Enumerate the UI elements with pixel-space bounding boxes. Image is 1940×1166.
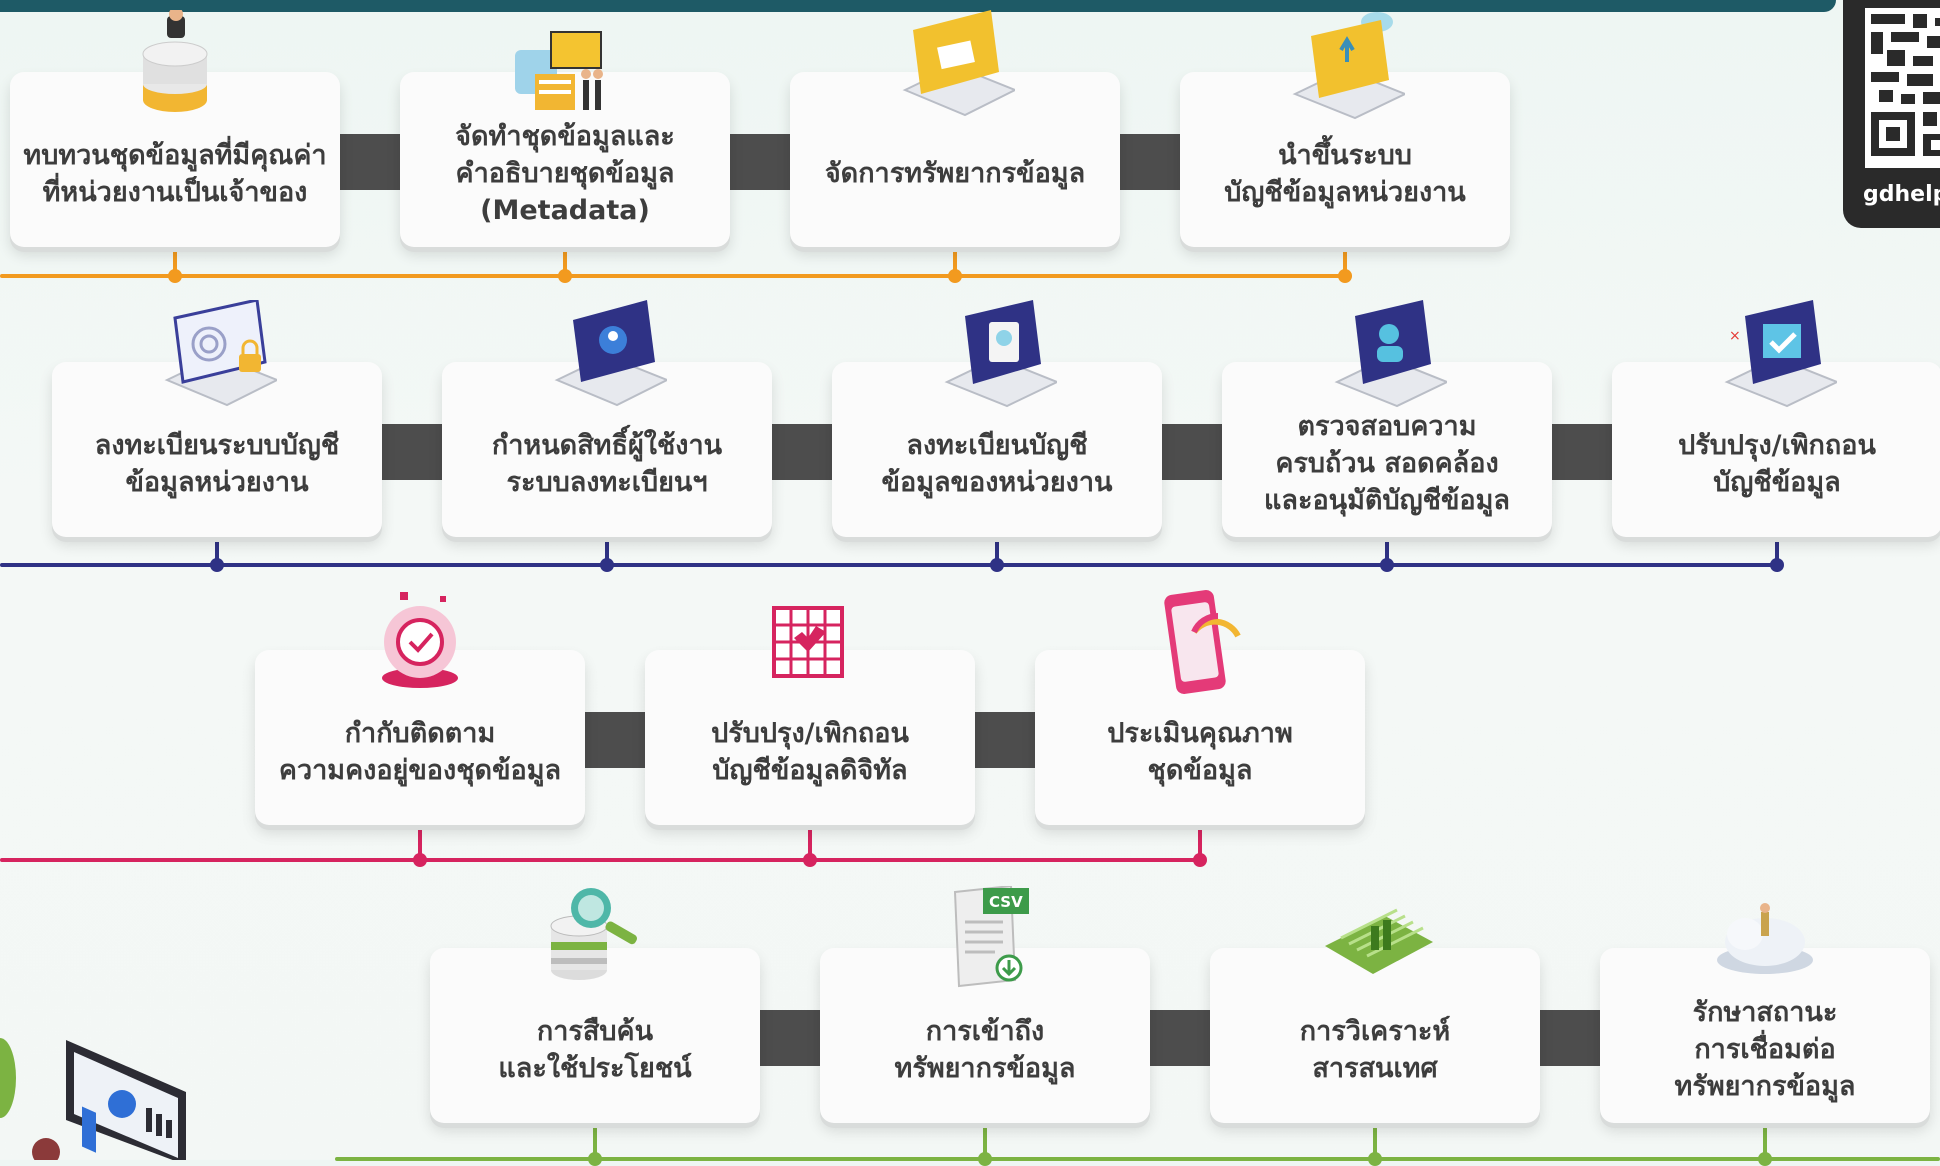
process-step-label: จัดทำชุดข้อมูลและ คำอธิบายชุดข้อมูล (Met… xyxy=(455,121,675,226)
step-stem xyxy=(418,825,422,858)
step-dot xyxy=(1368,1152,1382,1166)
step-connector xyxy=(1118,134,1182,190)
laptop-upload-icon xyxy=(1292,12,1405,120)
metadata-server-icon xyxy=(515,31,603,110)
qr-code-panel[interactable]: gdhelpp xyxy=(1843,0,1940,228)
dashboard-monitor-icon xyxy=(0,1038,186,1160)
process-step-label: ตรวจสอบความ ครบถ้วน สอดคล้อง และอนุมัติบ… xyxy=(1264,411,1510,516)
process-step-card[interactable]: ตรวจสอบความ ครบถ้วน สอดคล้อง และอนุมัติบ… xyxy=(1222,362,1552,537)
step-stem xyxy=(1373,1123,1377,1157)
step-connector xyxy=(973,712,1037,768)
step-connector xyxy=(338,134,402,190)
grid-check-icon xyxy=(772,606,844,678)
step-dot xyxy=(168,269,182,283)
laptop-check-icon: × xyxy=(1724,300,1837,408)
step-dot xyxy=(558,269,572,283)
svg-text:CSV: CSV xyxy=(989,893,1023,911)
laptop-checker-icon xyxy=(1334,300,1447,408)
csv-download-icon: CSV xyxy=(953,886,1029,988)
step-dot xyxy=(1770,558,1784,572)
step-connector xyxy=(1550,424,1614,480)
step-dot xyxy=(1758,1152,1772,1166)
step-connector xyxy=(728,134,792,190)
process-step-label: ทบทวนชุดข้อมูลที่มีคุณค่า ที่หน่วยงานเป็… xyxy=(23,139,327,208)
step-stem xyxy=(1343,247,1347,274)
process-step-label: การเข้าถึง ทรัพยากรข้อมูล xyxy=(894,1015,1076,1084)
calendar-chart-icon xyxy=(1325,908,1433,974)
step-stem xyxy=(1385,537,1389,563)
process-step-card[interactable]: กำกับติดตาม ความคงอยู่ของชุดข้อมูล xyxy=(255,650,585,825)
step-dot xyxy=(978,1152,992,1166)
process-step-label: ปรับปรุง/เพิกถอน บัญชีข้อมูล xyxy=(1678,429,1876,498)
step-dot xyxy=(1193,853,1207,867)
step-dot xyxy=(1380,558,1394,572)
step-stem xyxy=(593,1123,597,1157)
step-stem xyxy=(605,537,609,563)
step-dot xyxy=(803,853,817,867)
row-4-timeline xyxy=(335,1157,1940,1161)
qr-label: gdhelpp xyxy=(1863,182,1940,207)
process-step-card[interactable]: รักษาสถานะ การเชื่อมต่อ ทรัพยากรข้อมูล xyxy=(1600,948,1930,1123)
process-step-label: นำขึ้นระบบ บัญชีข้อมูลหน่วยงาน xyxy=(1224,139,1466,208)
step-connector xyxy=(1148,1010,1212,1066)
laptop-folder-icon xyxy=(902,10,1015,117)
laptop-clipboard-icon xyxy=(944,300,1057,408)
cloud-person-icon xyxy=(1717,903,1813,974)
step-connector xyxy=(758,1010,822,1066)
step-connector xyxy=(380,424,444,480)
step-dot xyxy=(588,1152,602,1166)
step-dot xyxy=(600,558,614,572)
step-stem xyxy=(215,537,219,563)
step-stem xyxy=(1763,1123,1767,1157)
globe-clock-icon xyxy=(382,592,458,688)
process-step-label: ลงทะเบียนบัญชี ข้อมูลของหน่วยงาน xyxy=(881,429,1113,498)
step-stem xyxy=(808,825,812,858)
step-stem xyxy=(1775,537,1779,563)
process-step-label: กำกับติดตาม ความคงอยู่ของชุดข้อมูล xyxy=(278,717,562,786)
step-dot xyxy=(413,853,427,867)
step-dot xyxy=(990,558,1004,572)
qr-code-icon xyxy=(1865,8,1940,168)
process-step-card[interactable]: การวิเคราะห์ สารสนเทศ xyxy=(1210,948,1540,1123)
step-stem xyxy=(995,537,999,563)
row-2-timeline xyxy=(0,563,1780,567)
step-stem xyxy=(173,247,177,274)
top-banner-strip xyxy=(0,0,1836,12)
step-dot xyxy=(948,269,962,283)
phone-gauge-icon xyxy=(1164,590,1241,694)
step-connector xyxy=(583,712,647,768)
step-dot xyxy=(210,558,224,572)
step-stem xyxy=(563,247,567,274)
step-connector xyxy=(1538,1010,1602,1066)
process-step-label: การวิเคราะห์ สารสนเทศ xyxy=(1299,1015,1451,1084)
laptop-user-icon xyxy=(554,300,667,407)
step-stem xyxy=(983,1123,987,1157)
process-step-card[interactable]: ปรับปรุง/เพิกถอน บัญชีข้อมูลดิจิทัล xyxy=(645,650,975,825)
process-step-label: การสืบค้น และใช้ประโยชน์ xyxy=(498,1015,692,1084)
step-stem xyxy=(1198,825,1202,858)
row-3-timeline xyxy=(0,858,1206,862)
database-search-icon xyxy=(550,888,637,980)
database-user-icon xyxy=(142,10,208,112)
process-step-label: ปรับปรุง/เพิกถอน บัญชีข้อมูลดิจิทัล xyxy=(711,717,909,786)
process-step-label: ลงทะเบียนระบบบัญชี ข้อมูลหน่วยงาน xyxy=(94,429,340,498)
process-step-label: กำหนดสิทธิ์ผู้ใช้งาน ระบบลงทะเบียนฯ xyxy=(491,429,723,498)
step-connector xyxy=(770,424,834,480)
process-step-label: ประเมินคุณภาพ ชุดข้อมูล xyxy=(1107,717,1293,786)
svg-text:×: × xyxy=(1729,328,1741,344)
process-step-label: จัดการทรัพยากรข้อมูล xyxy=(824,158,1086,190)
row-1-timeline xyxy=(0,274,1352,278)
step-dot xyxy=(1338,269,1352,283)
process-step-card[interactable]: การเข้าถึง ทรัพยากรข้อมูล xyxy=(820,948,1150,1123)
process-step-label: รักษาสถานะ การเชื่อมต่อ ทรัพยากรข้อมูล xyxy=(1674,997,1856,1102)
laptop-fingerprint-icon xyxy=(164,300,277,407)
step-stem xyxy=(953,247,957,274)
step-connector xyxy=(1160,424,1224,480)
process-step-card[interactable]: ลงทะเบียนบัญชี ข้อมูลของหน่วยงาน xyxy=(832,362,1162,537)
